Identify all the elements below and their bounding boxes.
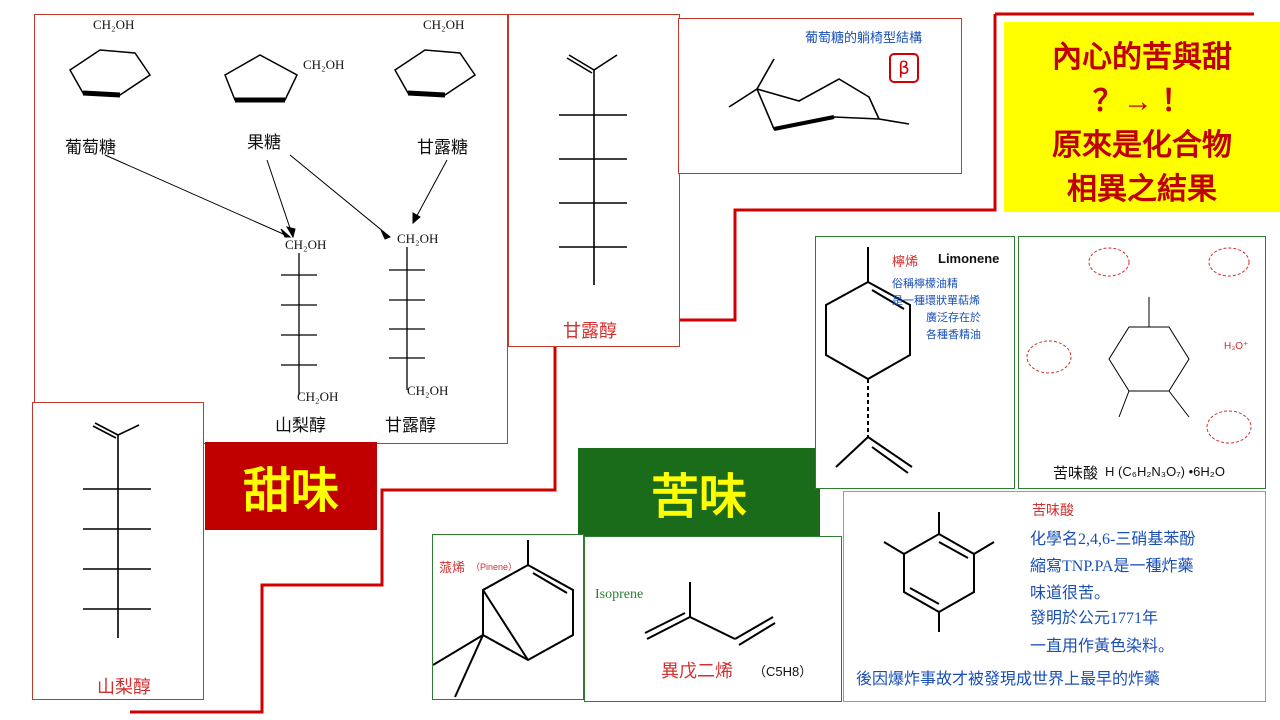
title-line-4: 相異之結果 <box>1067 173 1217 206</box>
limonene-desc-4: 各種香精油 <box>926 329 981 341</box>
picric-structure <box>883 512 995 632</box>
isoprene-name-en: Isoprene <box>595 587 644 602</box>
sorbitol-bottom-ch2oh: CH₂OH <box>297 389 339 404</box>
limonene-desc-3: 廣泛存在於 <box>926 312 981 324</box>
picric-line-6: 後因爆炸事故才被發現成世界上最早的炸藥 <box>856 671 1161 688</box>
title-line-2: ？→ ！ <box>1092 85 1192 118</box>
picric-crystal-structure <box>1026 247 1252 444</box>
sorbitol-label: 山梨醇 <box>275 416 326 435</box>
pinene-name-cn: 蒎烯 <box>439 560 466 575</box>
isoprene-formula: （C5H8） <box>753 664 813 679</box>
limonene-name-en: Limonene <box>938 251 1000 266</box>
isoprene-name-cn: 異戊二烯 <box>661 661 733 681</box>
limonene-panel: 檸烯 Limonene 俗稱檸檬油精 是一種環狀單萜烯 廣泛存在於 各種香精油 <box>815 236 1015 489</box>
picric-title: 苦味酸 <box>1032 502 1074 518</box>
picric-line-3: 味道很苦。 <box>1030 585 1111 602</box>
glucose-label: 葡萄糖 <box>65 138 116 157</box>
title-line-1: 內心的苦與甜 <box>1052 41 1232 74</box>
chair-title: 葡萄糖的躺椅型結構 <box>805 30 923 45</box>
mannitol-fischer <box>559 54 627 285</box>
bitter-badge: 苦味 <box>578 448 820 536</box>
glucose-structure <box>69 49 152 98</box>
picric-line-5: 一直用作黃色染料。 <box>1030 638 1175 655</box>
sorbitol-panel: 山梨醇 <box>32 402 204 700</box>
limonene-desc-1: 俗稱檸檬油精 <box>892 278 958 290</box>
sorbitol-top-ch2oh: CH₂OH <box>285 237 327 252</box>
pinene-panel: 蒎烯 （Pinene） <box>432 534 584 700</box>
picric-line-1: 化學名2,4,6-三硝基苯酚 <box>1030 531 1196 548</box>
picric-crystal-h3o: H₃O⁺ <box>1224 341 1249 352</box>
mannitol-bottom-ch2oh: CH₂OH <box>407 383 449 398</box>
limonene-structure <box>825 247 913 474</box>
mannitol-panel: 甘露醇 <box>508 14 680 347</box>
title-line-3: 原來是化合物 <box>1052 129 1232 162</box>
mannitol-label: 甘露醇 <box>385 416 436 435</box>
mannose-ch2oh: CH₂OH <box>423 17 465 32</box>
chair-structure <box>728 58 910 131</box>
bitter-badge-text: 苦味 <box>650 469 747 525</box>
limonene-desc-2: 是一種環狀單萜烯 <box>892 295 980 307</box>
glucose-ch2oh: CH₂OH <box>93 17 135 32</box>
sorbitol-caption: 山梨醇 <box>97 677 151 697</box>
limonene-name-cn: 檸烯 <box>892 254 919 269</box>
sweet-badge: 甜味 <box>205 442 377 530</box>
reaction-arrows <box>104 154 448 240</box>
mannose-structure <box>394 49 477 98</box>
sorbitol-chain <box>281 253 317 395</box>
picric-crystal-panel: H₃O⁺ 苦味酸 H (C₆H₂N₃O₇) •6H₂O <box>1018 236 1266 489</box>
fructose-label: 果糖 <box>247 133 281 152</box>
title-box: 內心的苦與甜 ？→ ！ 原來是化合物 相異之結果 <box>1004 22 1280 212</box>
pinene-structure <box>432 540 574 698</box>
picric-crystal-formula: H (C₆H₂N₃O₇) •6H₂O <box>1105 464 1225 479</box>
picric-line-2: 縮寫TNP.PA是一種炸藥 <box>1030 558 1194 575</box>
fructose-structure <box>224 54 298 103</box>
mannitol-top-ch2oh: CH₂OH <box>397 231 439 246</box>
sugar-structures <box>69 49 477 395</box>
mannitol-chain <box>389 247 425 390</box>
fructose-ch2oh: CH₂OH <box>303 57 345 72</box>
picric-crystal-caption: 苦味酸 <box>1053 465 1099 482</box>
picric-panel: 苦味酸 化學名2,4,6-三硝基苯酚 縮寫TNP.PA是一種炸藥 味道很苦。 發… <box>843 491 1266 702</box>
picric-line-4: 發明於公元1771年 <box>1030 610 1159 627</box>
isoprene-structure <box>644 582 776 646</box>
mannitol-caption: 甘露醇 <box>563 321 617 341</box>
sugars-panel: 葡萄糖 果糖 甘露糖 山梨醇 甘露醇 CH₂OH CH₂OH CH₂OH CH₂… <box>34 14 508 444</box>
sorbitol-fischer <box>83 422 151 638</box>
pinene-name-en: （Pinene） <box>471 562 518 572</box>
mannose-label: 甘露糖 <box>417 138 468 157</box>
isoprene-panel: Isoprene 異戊二烯 （C5H8） <box>584 536 842 702</box>
beta-badge: β <box>889 53 919 83</box>
chair-panel: 葡萄糖的躺椅型結構 β <box>678 18 962 174</box>
sweet-badge-text: 甜味 <box>242 463 339 519</box>
beta-symbol: β <box>898 57 910 79</box>
